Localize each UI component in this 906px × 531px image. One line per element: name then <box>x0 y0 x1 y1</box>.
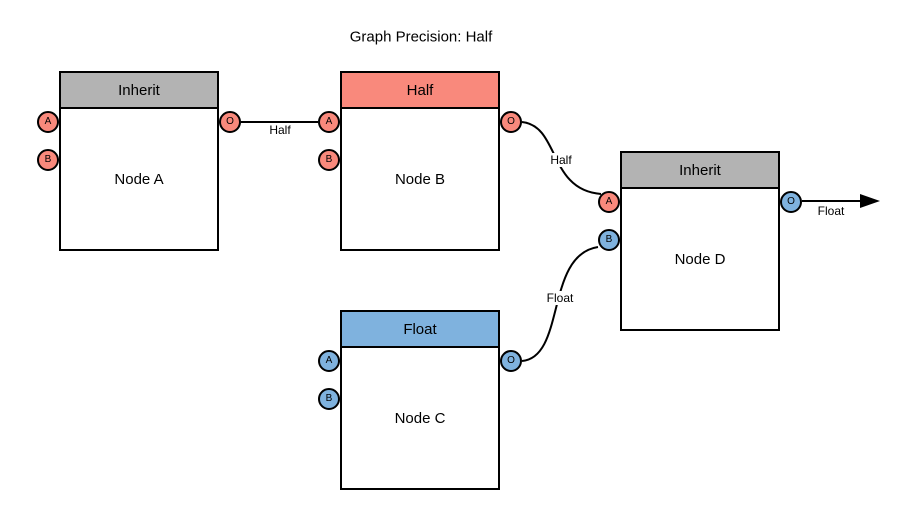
output-arrowhead-icon <box>860 194 880 208</box>
node-a[interactable]: Inherit Node A A B O <box>37 71 241 251</box>
node-b-port-a[interactable]: A <box>318 111 340 133</box>
node-c-header: Float <box>342 312 498 348</box>
node-a-port-b[interactable]: B <box>37 149 59 171</box>
node-b-port-b[interactable]: B <box>318 149 340 171</box>
node-c-port-b[interactable]: B <box>318 388 340 410</box>
node-d[interactable]: Inherit Node D A B O <box>598 151 802 331</box>
node-d-header: Inherit <box>622 153 778 189</box>
node-a-port-o[interactable]: O <box>219 111 241 133</box>
node-b-port-o[interactable]: O <box>500 111 522 133</box>
edge-label-a-to-b: Half <box>266 123 294 137</box>
node-c[interactable]: Float Node C A B O <box>318 310 522 490</box>
node-a-label: Node A <box>114 170 164 188</box>
node-c-label: Node C <box>394 409 446 427</box>
edge-label-c-to-d: Float <box>543 291 577 305</box>
node-d-port-a[interactable]: A <box>598 191 620 213</box>
node-b-label: Node B <box>394 170 446 188</box>
node-d-port-b[interactable]: B <box>598 229 620 251</box>
graph-title: Graph Precision: Half <box>349 28 493 46</box>
edge-label-b-to-d: Half <box>547 153 575 167</box>
node-c-port-o[interactable]: O <box>500 350 522 372</box>
node-d-label: Node D <box>674 250 726 268</box>
node-c-port-a[interactable]: A <box>318 350 340 372</box>
edge-label-output: Float <box>814 204 848 218</box>
node-d-port-o[interactable]: O <box>780 191 802 213</box>
node-b-header: Half <box>342 73 498 109</box>
node-a-port-a[interactable]: A <box>37 111 59 133</box>
node-a-header: Inherit <box>61 73 217 109</box>
node-b[interactable]: Half Node B A B O <box>318 71 522 251</box>
edge-nodec-to-noded[interactable] <box>521 246 599 362</box>
